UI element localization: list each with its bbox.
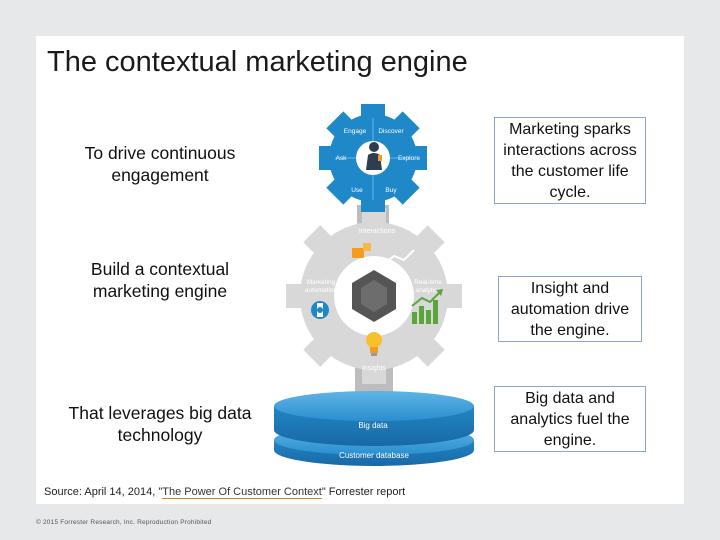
realtime-analytics-label-2: analytics (415, 287, 441, 294)
right-box-insight: Insight and automation drive the engine. (498, 276, 642, 342)
left-label-big-data: That leverages big data technology (68, 403, 252, 445)
insights-label: Insights (362, 365, 387, 372)
buy-label: Buy (385, 187, 397, 194)
copyright-notice: © 2015 Forrester Research, Inc. Reproduc… (36, 519, 212, 526)
marketing-automation-label-1: Marketing (307, 279, 336, 286)
customer-database-label: Customer database (339, 451, 409, 460)
big-gear: Interactions Marketing automation Real-t… (286, 208, 462, 384)
interactions-label: Interactions (359, 228, 396, 235)
slide-title: The contextual marketing engine (47, 46, 468, 78)
lightbulb-icon (366, 332, 382, 356)
marketing-automation-label-2: automation (305, 287, 338, 294)
engage-label: Engage (344, 128, 367, 135)
realtime-analytics-label-1: Real-time (414, 279, 442, 286)
explore-label: Explore (398, 155, 420, 162)
automation-icon (311, 243, 371, 319)
customer-person-icon (366, 142, 382, 170)
source-report-link[interactable]: The Power Of Customer Context (162, 486, 322, 499)
left-label-engagement: To drive continuous engagement (84, 143, 236, 185)
ask-label: Ask (336, 155, 348, 162)
source-prefix: Source: April 14, 2014, " (44, 486, 163, 498)
use-label: Use (351, 187, 363, 194)
left-label-engine: Build a contextual marketing engine (90, 259, 230, 301)
discover-label: Discover (378, 128, 404, 135)
source-suffix: " Forrester report (321, 486, 406, 498)
analytics-chart-icon (383, 249, 443, 324)
right-box-interactions: Marketing sparks interactions across the… (494, 117, 646, 204)
big-data-label: Big data (358, 421, 388, 430)
big-data-cylinder: Big data (274, 391, 474, 446)
source-citation: Source: April 14, 2014, "The Power Of Cu… (44, 486, 406, 499)
top-gear: Engage Discover Ask Explore Use Buy (319, 104, 427, 212)
right-box-big-data: Big data and analytics fuel the engine. (494, 386, 646, 452)
